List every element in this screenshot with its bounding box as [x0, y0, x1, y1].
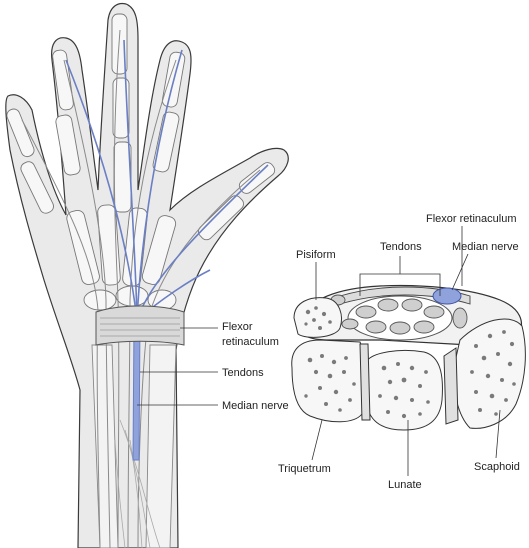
triquetrum-bone [291, 339, 368, 423]
label-flexor-retinaculum-cross: Flexor retinaculum [426, 213, 516, 225]
label-triquetrum: Triquetrum [278, 463, 331, 475]
hand-illustration: Flexor retinaculum Tendons Median nerve [5, 2, 289, 548]
carpal-cross-section: Flexor retinaculum Tendons Median nerve … [278, 213, 526, 491]
label-scaphoid: Scaphoid [474, 461, 520, 473]
hand-leader-lines [137, 327, 218, 406]
lunate-bone [365, 349, 443, 431]
label-median-nerve-cross: Median nerve [452, 241, 519, 253]
pisiform-bone [293, 297, 342, 338]
joint-spaces [359, 343, 459, 425]
label-pisiform: Pisiform [296, 249, 336, 261]
label-tendons-cross: Tendons [380, 241, 422, 253]
retinaculum-fibers [100, 317, 180, 337]
trabecular-texture [304, 306, 516, 419]
cross-leader-lines [311, 226, 501, 476]
cross-median-nerve [432, 287, 462, 305]
label-flexor-retinaculum-2: retinaculum [222, 336, 279, 348]
label-tendons-hand: Tendons [222, 367, 264, 379]
label-lunate: Lunate [388, 479, 422, 491]
label-median-nerve-hand: Median nerve [222, 400, 289, 412]
median-nerve-branches [65, 39, 269, 321]
flexor-retinaculum-band [95, 305, 185, 346]
forearm-muscles [114, 419, 161, 548]
label-flexor-retinaculum-1: Flexor [222, 321, 253, 333]
